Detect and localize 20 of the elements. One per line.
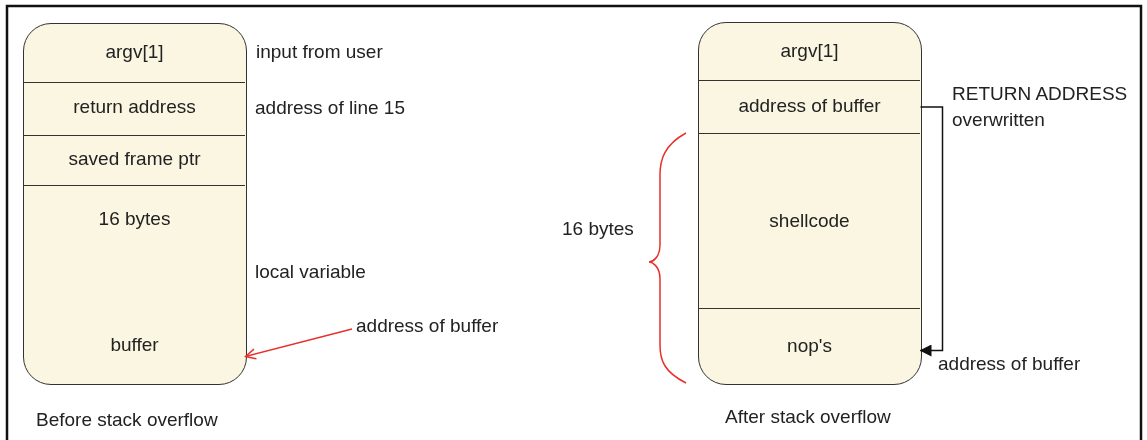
slot-annotation: local variable bbox=[255, 261, 366, 283]
stack-caption: After stack overflow bbox=[725, 406, 891, 428]
arrow bbox=[919, 106, 944, 357]
slot-annotation: input from user bbox=[256, 41, 383, 63]
slot-label: argv[1] bbox=[779, 40, 840, 62]
size-label: 16 bytes bbox=[562, 218, 634, 240]
slot-label: return address bbox=[72, 96, 197, 118]
slot-label: buffer bbox=[109, 334, 160, 356]
slot-annotation: RETURN ADDRESS overwritten bbox=[952, 82, 1129, 132]
slot-label: argv[1] bbox=[104, 41, 165, 63]
slot-label: 16 bytes bbox=[97, 208, 172, 230]
slot-label: address of buffer bbox=[737, 95, 882, 117]
stack-caption: Before stack overflow bbox=[36, 409, 218, 431]
slot-label: shellcode bbox=[768, 210, 851, 232]
slot-label: nop's bbox=[786, 335, 833, 357]
slot-annotation: address of buffer bbox=[938, 353, 1081, 375]
slot-annotation: address of line 15 bbox=[255, 97, 405, 119]
slot-label: saved frame ptr bbox=[67, 148, 202, 170]
arrow bbox=[244, 328, 353, 360]
annotation-text: address of buffer bbox=[356, 315, 499, 337]
